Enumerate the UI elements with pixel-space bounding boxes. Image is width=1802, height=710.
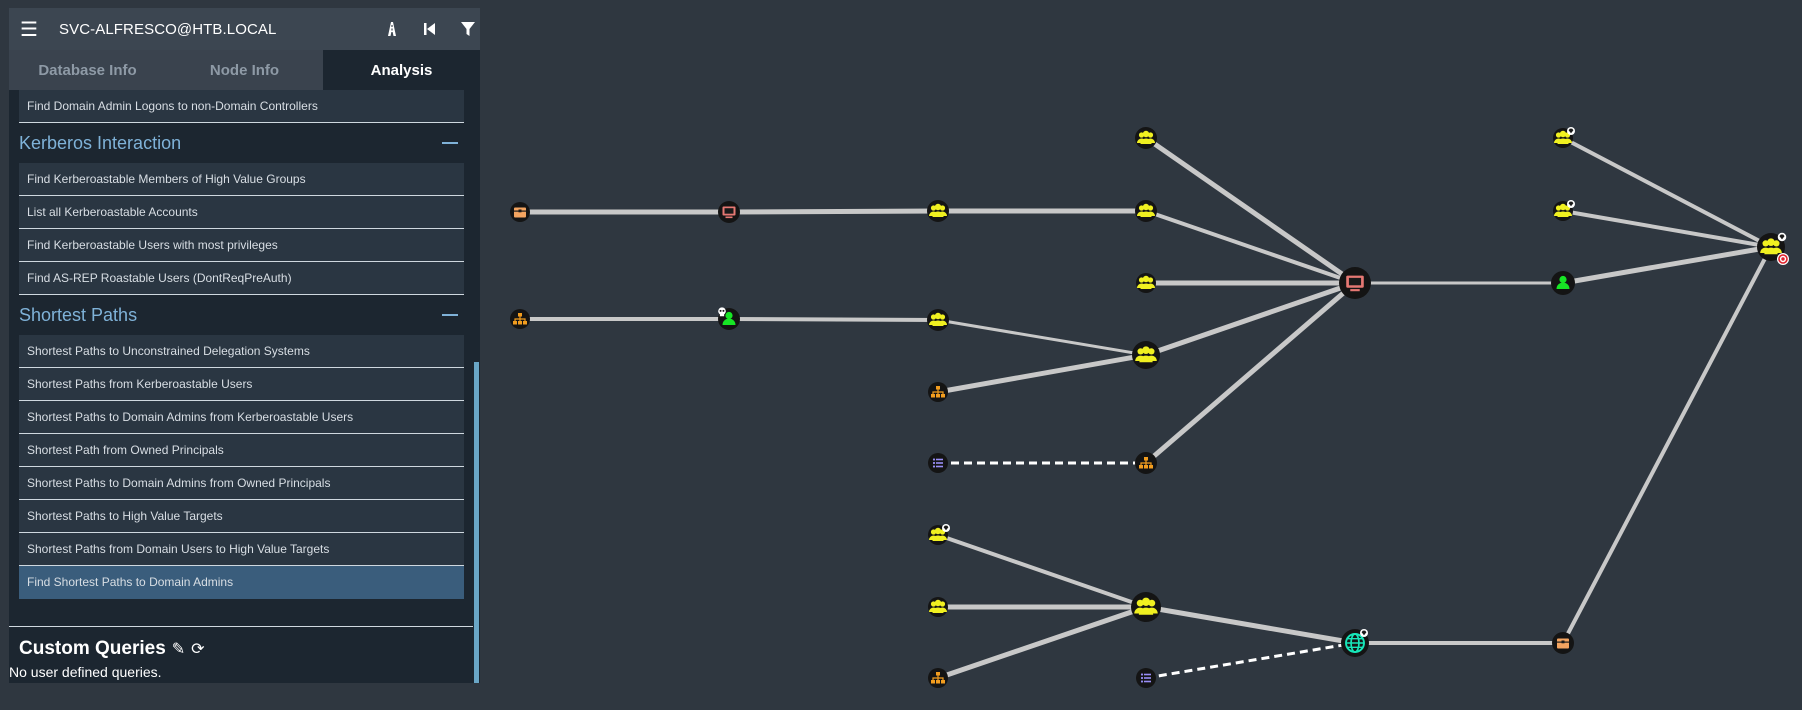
scrollbar[interactable] [474, 362, 479, 683]
search-bar: ☰ SVC-ALFRESCO@HTB.LOCAL [9, 8, 480, 50]
query-item[interactable]: Shortest Paths from Domain Users to High… [19, 533, 464, 566]
collapse-icon[interactable] [442, 314, 458, 316]
node-group[interactable] [1136, 273, 1156, 293]
node-group[interactable] [1135, 200, 1157, 222]
graph-edge[interactable] [728, 317, 939, 322]
section-shortest-paths[interactable]: Shortest Paths [19, 295, 464, 335]
graph-edge-dashed[interactable] [1145, 641, 1356, 680]
node-group[interactable] [928, 597, 948, 617]
graph-edge[interactable] [1562, 209, 1772, 249]
node-high-value-group[interactable] [1553, 200, 1575, 221]
node-container[interactable] [1552, 632, 1574, 654]
divider [9, 626, 473, 627]
tab-bar: Database Info Node Info Analysis [9, 50, 480, 90]
edit-icon[interactable]: ✎ [171, 641, 186, 658]
custom-queries-title: Custom Queries [19, 638, 166, 659]
node-gpo[interactable] [1136, 668, 1156, 688]
query-item[interactable]: Shortest Paths to Domain Admins from Ker… [19, 401, 464, 434]
query-item[interactable]: Find Domain Admin Logons to non-Domain C… [19, 90, 464, 123]
sidebar-panel: ☰ SVC-ALFRESCO@HTB.LOCAL Database Info N… [9, 8, 480, 683]
node-group[interactable] [927, 309, 949, 331]
section-kerberos-interaction[interactable]: Kerberos Interaction [19, 123, 464, 163]
node-domain[interactable] [1341, 629, 1369, 657]
graph-edge[interactable] [1145, 209, 1356, 285]
node-high-value-group[interactable] [928, 524, 950, 545]
analysis-query-list[interactable]: Find Domain Admin Logons to non-Domain C… [9, 90, 480, 630]
graph-edge[interactable] [1144, 281, 1357, 465]
node-gpo[interactable] [928, 453, 948, 473]
section-title: Kerberos Interaction [19, 132, 182, 153]
query-item-selected[interactable]: Find Shortest Paths to Domain Admins [19, 566, 464, 599]
query-item[interactable]: Shortest Path from Owned Principals [19, 434, 464, 467]
query-item[interactable]: Find AS-REP Roastable Users (DontReqPreA… [19, 262, 464, 295]
pathfinding-icon[interactable] [373, 8, 411, 50]
query-item[interactable]: Find Kerberoastable Members of High Valu… [19, 163, 464, 196]
collapse-icon[interactable] [442, 142, 458, 144]
refresh-icon[interactable]: ⟳ [191, 641, 205, 658]
filter-icon[interactable] [449, 8, 480, 50]
graph-edge[interactable] [937, 352, 1147, 395]
query-item[interactable]: Shortest Paths to High Value Targets [19, 500, 464, 533]
node-computer[interactable] [1339, 267, 1371, 299]
node-high-value-group[interactable] [1553, 127, 1575, 148]
node-group[interactable] [927, 200, 949, 222]
query-item[interactable]: Shortest Paths to Domain Admins from Own… [19, 467, 464, 500]
node-group[interactable] [1131, 592, 1161, 622]
selected-node-title[interactable]: SVC-ALFRESCO@HTB.LOCAL [59, 20, 277, 38]
graph-edge[interactable] [937, 318, 1147, 357]
graph-edge[interactable] [1562, 244, 1772, 286]
tab-database-info[interactable]: Database Info [38, 61, 137, 79]
node-owned-user[interactable] [718, 307, 740, 330]
node-group[interactable] [1135, 127, 1157, 149]
node-container[interactable] [510, 202, 530, 222]
query-item[interactable]: List all Kerberoastable Accounts [19, 196, 464, 229]
back-icon[interactable] [411, 8, 449, 50]
node-ou[interactable] [928, 382, 948, 402]
node-ou[interactable] [510, 309, 530, 329]
node-ou[interactable] [928, 668, 948, 688]
tab-node-info[interactable]: Node Info [209, 61, 280, 79]
graph-edge[interactable] [1145, 280, 1356, 358]
node-target-domain-admins[interactable] [1757, 232, 1789, 265]
query-item[interactable]: Find Kerberoastable Users with most priv… [19, 229, 464, 262]
graph-edge[interactable] [1562, 136, 1772, 249]
graph-edge[interactable] [1561, 246, 1773, 644]
node-computer[interactable] [718, 201, 740, 223]
custom-queries-header: Custom Queries ✎ ⟳ [19, 638, 205, 660]
node-group[interactable] [1132, 341, 1160, 369]
graph-edge[interactable] [728, 208, 939, 215]
node-ou[interactable] [1135, 452, 1157, 474]
node-user[interactable] [1551, 271, 1575, 295]
section-title: Shortest Paths [19, 304, 138, 325]
hamburger-icon[interactable]: ☰ [20, 18, 38, 41]
graph-edge[interactable] [937, 604, 1147, 681]
query-item[interactable]: Shortest Paths from Kerberoastable Users [19, 368, 464, 401]
graph-edge[interactable] [1144, 135, 1357, 286]
tab-analysis[interactable]: Analysis [323, 50, 480, 90]
graph-edge[interactable] [937, 533, 1147, 609]
query-item[interactable]: Shortest Paths to Unconstrained Delegati… [19, 335, 464, 368]
graph-edge[interactable] [1145, 604, 1356, 646]
no-custom-queries-text: No user defined queries. [9, 664, 162, 680]
